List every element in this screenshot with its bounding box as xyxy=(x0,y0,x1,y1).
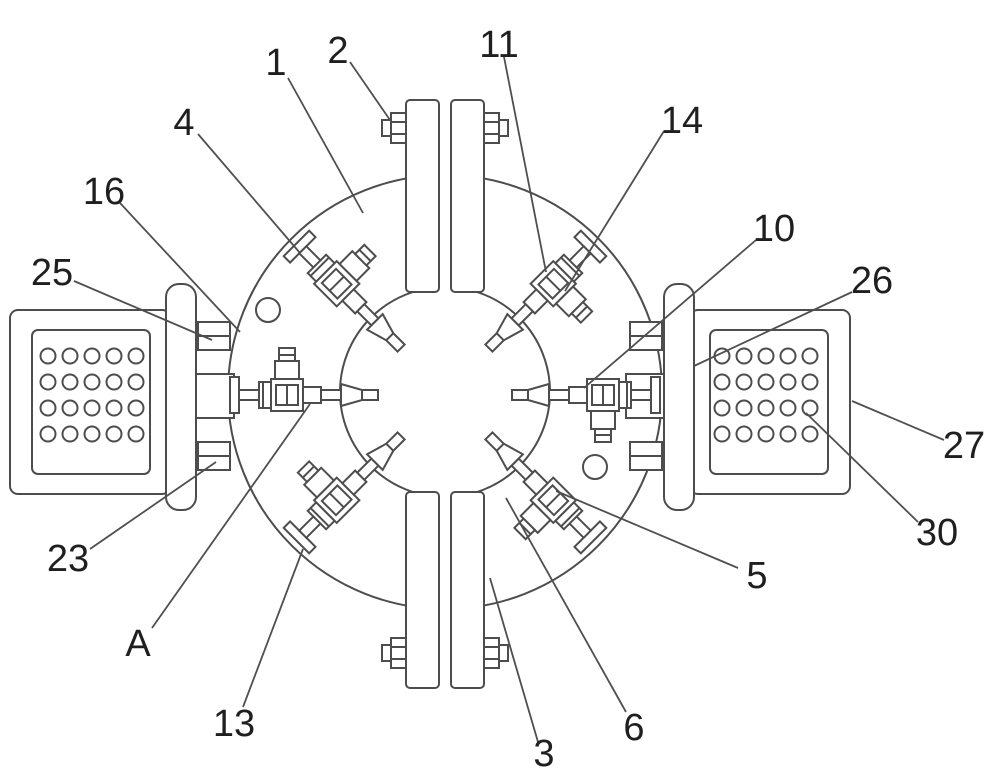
hole xyxy=(127,425,145,443)
leader-line-2 xyxy=(349,61,391,121)
left-mount-assembly xyxy=(9,283,235,511)
ref-label-27: 27 xyxy=(943,425,985,467)
left-bracket-hub xyxy=(195,373,235,419)
hole xyxy=(801,347,819,365)
leader-line-6 xyxy=(505,497,627,713)
hole xyxy=(779,399,797,417)
hole xyxy=(713,425,731,443)
hole xyxy=(127,373,145,391)
leader-line-16 xyxy=(119,202,241,333)
ref-label-13: 13 xyxy=(213,703,255,745)
hole xyxy=(127,399,145,417)
ref-label-1: 1 xyxy=(265,42,286,84)
ref-label-16: 16 xyxy=(83,171,125,213)
hole xyxy=(779,373,797,391)
hole xyxy=(39,347,57,365)
ref-label-23: 23 xyxy=(47,538,89,580)
leader-line-26 xyxy=(693,291,853,367)
ref-label-10: 10 xyxy=(753,208,795,250)
device-drawing xyxy=(9,98,851,692)
hole xyxy=(83,373,101,391)
hole xyxy=(83,347,101,365)
hole xyxy=(757,373,775,391)
leader-line-4 xyxy=(197,133,301,254)
ref-label-6: 6 xyxy=(623,707,644,749)
hole xyxy=(127,347,145,365)
reference-labels: 1 2 11 14 4 16 25 10 26 27 30 5 6 3 23 A… xyxy=(31,24,985,775)
right-upright-plate xyxy=(663,283,695,511)
hole-grid-left xyxy=(39,347,145,443)
hole xyxy=(61,347,79,365)
top-column xyxy=(381,98,509,294)
hole xyxy=(735,347,753,365)
bolt-bottom-right xyxy=(483,637,509,669)
hole xyxy=(61,399,79,417)
hole xyxy=(39,425,57,443)
ref-label-30: 30 xyxy=(916,512,958,554)
hole xyxy=(757,399,775,417)
bolt-top-right xyxy=(483,112,509,144)
ring-pin-hole-lower-right xyxy=(582,454,608,480)
hole xyxy=(61,373,79,391)
leader-line-11 xyxy=(503,56,547,273)
hole xyxy=(61,425,79,443)
top-slot-mask xyxy=(437,98,453,294)
hole xyxy=(779,425,797,443)
hole xyxy=(779,347,797,365)
right-mount-assembly xyxy=(625,283,851,511)
ref-label-3: 3 xyxy=(533,733,554,775)
leader-line-10 xyxy=(583,239,757,389)
left-upright-plate xyxy=(165,283,197,511)
bolt-top-left xyxy=(381,112,407,144)
hole xyxy=(713,399,731,417)
leader-line-3 xyxy=(489,577,539,743)
top-plate-left xyxy=(405,99,440,293)
hole xyxy=(83,425,101,443)
hole xyxy=(735,373,753,391)
hole xyxy=(757,347,775,365)
hole xyxy=(39,399,57,417)
bottom-column xyxy=(381,480,509,692)
hole xyxy=(105,425,123,443)
ref-label-2: 2 xyxy=(327,30,348,72)
bottom-plate-left xyxy=(405,491,440,689)
hole-grid-right xyxy=(713,347,819,443)
bolt-bottom-left xyxy=(381,637,407,669)
ring-pin-hole-upper-left xyxy=(255,297,281,323)
hole xyxy=(105,399,123,417)
hole xyxy=(105,373,123,391)
leader-line-13 xyxy=(242,548,304,708)
leader-line-25 xyxy=(73,280,213,341)
ref-label-14: 14 xyxy=(661,100,703,142)
ref-label-11: 11 xyxy=(479,24,518,66)
hole xyxy=(713,373,731,391)
ref-label-26: 26 xyxy=(851,260,893,302)
ref-label-A: A xyxy=(125,623,151,665)
leader-line-27 xyxy=(851,400,945,441)
leader-lines xyxy=(73,56,945,743)
leader-line-1 xyxy=(287,77,364,214)
hole xyxy=(735,399,753,417)
hole xyxy=(83,399,101,417)
hole xyxy=(801,425,819,443)
hole xyxy=(105,347,123,365)
leader-line-23 xyxy=(89,461,217,550)
hole xyxy=(801,373,819,391)
hole xyxy=(39,373,57,391)
hole xyxy=(735,425,753,443)
top-plate-right xyxy=(450,99,485,293)
leader-line-A xyxy=(151,403,311,629)
hole xyxy=(757,425,775,443)
bottom-plate-right xyxy=(450,491,485,689)
bottom-slot-mask xyxy=(437,480,453,692)
leader-line-30 xyxy=(805,412,919,523)
ref-label-4: 4 xyxy=(173,102,194,144)
ref-label-5: 5 xyxy=(746,555,767,597)
ref-label-25: 25 xyxy=(31,252,73,294)
leader-line-5 xyxy=(555,490,739,569)
hole xyxy=(801,399,819,417)
leader-line-14 xyxy=(564,130,665,292)
